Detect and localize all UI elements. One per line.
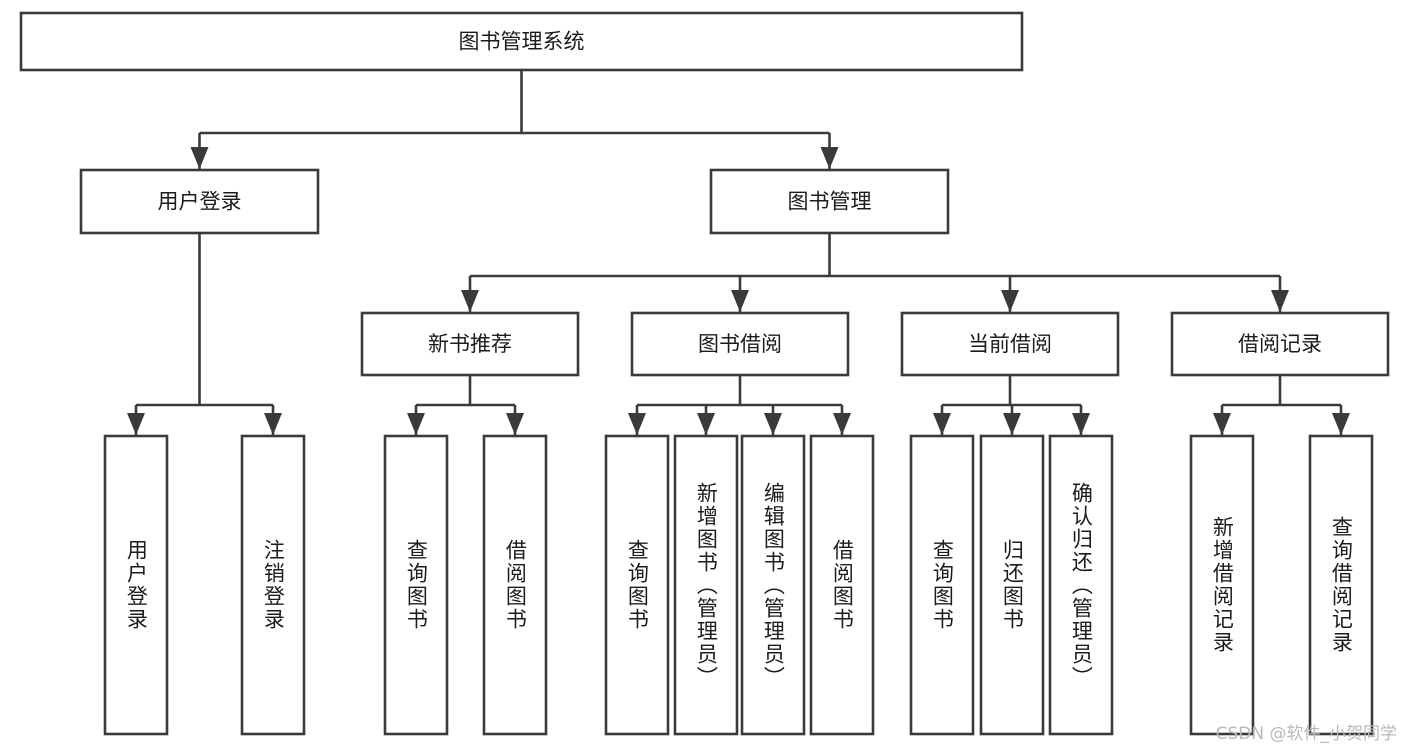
arrow-head-icon-new-book-recommend-1 bbox=[506, 413, 524, 435]
node-new-book-recommend-rect[interactable] bbox=[360, 311, 580, 377]
node-user-login-rect[interactable] bbox=[79, 168, 320, 235]
node-leaf-query-borrow-record-rect[interactable] bbox=[1308, 434, 1374, 736]
node-current-borrow-label: 当前借阅 bbox=[968, 332, 1052, 356]
arrow-head-icon-root-0 bbox=[190, 147, 209, 169]
arrow-head-icon-current-borrow-0 bbox=[933, 413, 951, 435]
arrow-head-icon-book-borrow-2 bbox=[764, 413, 782, 435]
arrow-head-icon-borrow-record-1 bbox=[1332, 413, 1350, 435]
node-book-management-label: 图书管理 bbox=[788, 190, 872, 214]
node-user-login[interactable]: 用户登录 bbox=[79, 168, 320, 235]
node-leaf-query-borrow-record[interactable] bbox=[1308, 434, 1374, 736]
node-root-rect[interactable] bbox=[19, 11, 1024, 72]
node-leaf-borrow-book-recommend-rect[interactable] bbox=[482, 434, 548, 736]
node-borrow-record-rect[interactable] bbox=[1170, 311, 1390, 377]
node-book-borrow-label: 图书借阅 bbox=[698, 332, 782, 356]
node-leaf-query-book-recommend-rect[interactable] bbox=[383, 434, 449, 736]
node-leaf-query-book-current-rect[interactable] bbox=[909, 434, 975, 736]
node-leaf-query-book-borrow-rect[interactable] bbox=[604, 434, 670, 736]
node-leaf-confirm-return-admin[interactable] bbox=[1048, 434, 1114, 736]
node-current-borrow[interactable]: 当前借阅 bbox=[900, 311, 1120, 377]
node-leaf-add-borrow-record-rect[interactable] bbox=[1189, 434, 1255, 736]
node-borrow-record[interactable]: 借阅记录 bbox=[1170, 311, 1390, 377]
arrow-head-icon-book-borrow-0 bbox=[628, 413, 646, 435]
node-root-label: 图书管理系统 bbox=[459, 30, 585, 54]
node-leaf-return-book[interactable] bbox=[979, 434, 1045, 736]
node-leaf-user-login-rect[interactable] bbox=[103, 434, 169, 736]
node-book-borrow-rect[interactable] bbox=[630, 311, 850, 377]
node-book-management-rect[interactable] bbox=[709, 168, 950, 235]
node-leaf-borrow-book-recommend[interactable] bbox=[482, 434, 548, 736]
node-current-borrow-rect[interactable] bbox=[900, 311, 1120, 377]
arrow-head-icon-bookmgmt-3 bbox=[1271, 290, 1289, 312]
arrow-head-icon-root-1 bbox=[820, 147, 839, 169]
node-leaf-return-book-rect[interactable] bbox=[979, 434, 1045, 736]
node-new-book-recommend-label: 新书推荐 bbox=[428, 332, 512, 356]
arrow-head-icon-user-login-0 bbox=[127, 413, 145, 435]
node-borrow-record-label: 借阅记录 bbox=[1238, 332, 1322, 356]
arrow-head-icon-bookmgmt-2 bbox=[1001, 290, 1019, 312]
node-book-management[interactable]: 图书管理 bbox=[709, 168, 950, 235]
node-leaf-edit-book-admin[interactable] bbox=[740, 434, 806, 736]
arrow-head-icon-current-borrow-1 bbox=[1003, 413, 1021, 435]
node-leaf-add-book-admin-rect[interactable] bbox=[673, 434, 739, 736]
arrow-head-icon-book-borrow-3 bbox=[833, 413, 851, 435]
node-leaf-borrow-book[interactable] bbox=[809, 434, 875, 736]
node-leaf-logout-login-rect[interactable] bbox=[240, 434, 306, 736]
arrow-head-icon-new-book-recommend-0 bbox=[407, 413, 425, 435]
node-leaf-query-book-recommend[interactable] bbox=[383, 434, 449, 736]
arrow-head-icon-bookmgmt-1 bbox=[731, 290, 749, 312]
arrow-head-icon-borrow-record-0 bbox=[1213, 413, 1231, 435]
arrow-head-icon-book-borrow-1 bbox=[697, 413, 715, 435]
arrow-head-icon-user-login-1 bbox=[264, 413, 282, 435]
arrow-head-icon-current-borrow-2 bbox=[1072, 413, 1090, 435]
node-new-book-recommend[interactable]: 新书推荐 bbox=[360, 311, 580, 377]
watermark-text: CSDN @软件_小贺同学 bbox=[1215, 724, 1397, 744]
arrow-head-icon-bookmgmt-0 bbox=[461, 290, 479, 312]
connectors-layer bbox=[127, 70, 1350, 435]
node-leaf-user-login[interactable] bbox=[103, 434, 169, 736]
node-user-login-label: 用户登录 bbox=[158, 190, 242, 214]
node-leaf-logout-login[interactable] bbox=[240, 434, 306, 736]
node-leaf-confirm-return-admin-rect[interactable] bbox=[1048, 434, 1114, 736]
node-leaf-add-book-admin[interactable] bbox=[673, 434, 739, 736]
node-book-borrow[interactable]: 图书借阅 bbox=[630, 311, 850, 377]
node-leaf-borrow-book-rect[interactable] bbox=[809, 434, 875, 736]
node-leaf-query-book-current[interactable] bbox=[909, 434, 975, 736]
node-leaf-add-borrow-record[interactable] bbox=[1189, 434, 1255, 736]
node-leaf-edit-book-admin-rect[interactable] bbox=[740, 434, 806, 736]
node-leaf-query-book-borrow[interactable] bbox=[604, 434, 670, 736]
node-root[interactable]: 图书管理系统 bbox=[19, 11, 1024, 72]
